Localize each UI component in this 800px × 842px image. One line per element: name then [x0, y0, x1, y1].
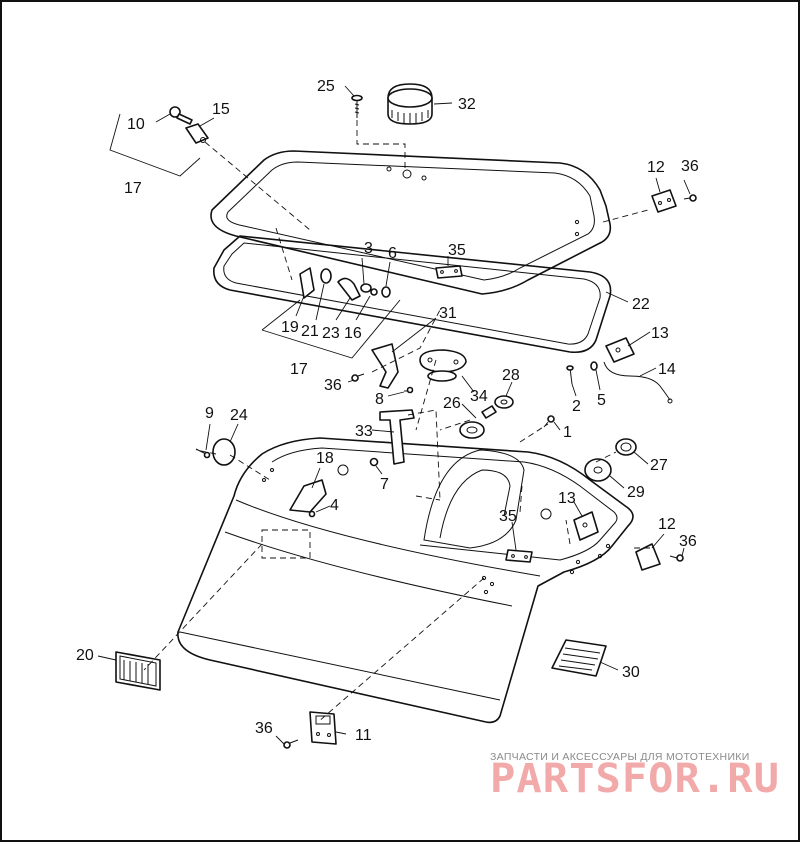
callout-30: 30 [622, 664, 640, 681]
screw-36-mid [351, 373, 365, 382]
callout-29: 29 [627, 484, 645, 501]
callout-1: 1 [563, 424, 572, 441]
latch-34 [419, 349, 467, 382]
hinge-block-18 [289, 479, 327, 513]
lid-knob [387, 83, 433, 125]
lamp-bracket-13 [605, 337, 635, 363]
callout-17-mid: 17 [290, 361, 308, 378]
callout-2: 2 [572, 398, 581, 415]
callout-36-bottom: 36 [255, 720, 273, 737]
callout-15: 15 [212, 101, 230, 118]
callout-13-lower: 13 [558, 490, 576, 507]
callout-9: 9 [205, 405, 214, 422]
lid-hinge [651, 189, 677, 213]
callout-16: 16 [344, 325, 362, 342]
strike-plate-lower [505, 549, 533, 563]
callout-36-top: 36 [681, 158, 699, 175]
body-hinge [635, 543, 661, 571]
callout-labels: 1 2 3 4 5 6 7 8 9 10 11 12 12 13 13 14 1… [76, 78, 699, 744]
support-stay-33 [379, 409, 415, 465]
callout-leaders [97, 85, 691, 745]
callout-23: 23 [322, 325, 340, 342]
warning-label-30 [551, 639, 607, 677]
lock-cylinder [185, 123, 209, 144]
callout-17-top: 17 [124, 180, 142, 197]
callout-31: 31 [439, 305, 457, 322]
callout-32: 32 [458, 96, 476, 113]
screw-36-right [669, 554, 684, 562]
rivet-2 [566, 365, 574, 385]
callout-33: 33 [355, 423, 373, 440]
lamp-bracket-13-lower [573, 511, 599, 541]
screw-25 [351, 94, 363, 118]
latch-pin-26 [459, 405, 497, 439]
callout-19: 19 [281, 319, 299, 336]
screw-1 [543, 415, 555, 428]
cover-24 [212, 438, 236, 466]
callout-35-top: 35 [448, 242, 466, 259]
callout-18: 18 [316, 450, 334, 467]
watermark-logo: PARTSFOR.RU [490, 756, 780, 802]
callout-36-right: 36 [679, 533, 697, 550]
washer-28 [494, 395, 514, 409]
lid-shell [210, 150, 612, 295]
saddlebag-body [177, 437, 634, 724]
callout-5: 5 [597, 392, 606, 409]
grommet-27 [615, 438, 637, 456]
screw-36-bottom [283, 739, 299, 749]
assembly-guide-lines [143, 120, 650, 723]
callout-11: 11 [355, 727, 372, 744]
callout-24: 24 [230, 407, 248, 424]
callout-4: 4 [330, 497, 339, 514]
screw-36-top [683, 194, 697, 202]
callout-27: 27 [650, 457, 668, 474]
callout-25: 25 [317, 78, 335, 95]
strike-plate-upper [435, 265, 463, 279]
callout-12-right: 12 [658, 516, 676, 533]
callout-12-top: 12 [647, 159, 665, 176]
callout-7: 7 [380, 476, 389, 493]
callout-36-mid: 36 [324, 377, 342, 394]
callout-22: 22 [632, 296, 650, 313]
callout-14: 14 [658, 361, 676, 378]
callout-26: 26 [443, 395, 461, 412]
callout-28: 28 [502, 367, 520, 384]
screw-4 [308, 510, 316, 518]
callout-21: 21 [301, 323, 319, 340]
callout-6: 6 [388, 245, 397, 262]
disc-29 [584, 458, 612, 482]
reflector-20 [115, 651, 161, 691]
callout-35-lower: 35 [499, 508, 517, 525]
watermark-tagline: ЗАПЧАСТИ И АКСЕССУАРЫ ДЛЯ МОТОТЕХНИКИ [490, 751, 750, 763]
callout-34: 34 [470, 388, 488, 405]
callout-3: 3 [364, 240, 373, 257]
screw-9 [195, 448, 211, 459]
key [169, 106, 193, 125]
rivet-5 [590, 361, 598, 371]
callout-10: 10 [127, 116, 145, 133]
screw-8 [404, 386, 414, 394]
screw-7 [369, 457, 379, 467]
wire-harness-14 [603, 361, 673, 404]
callout-20: 20 [76, 647, 94, 664]
lid-gasket-frame [213, 235, 612, 354]
callout-8: 8 [375, 391, 384, 408]
bottom-hinge-11 [309, 711, 337, 745]
callout-13-top: 13 [651, 325, 669, 342]
latch-parts [299, 267, 391, 301]
